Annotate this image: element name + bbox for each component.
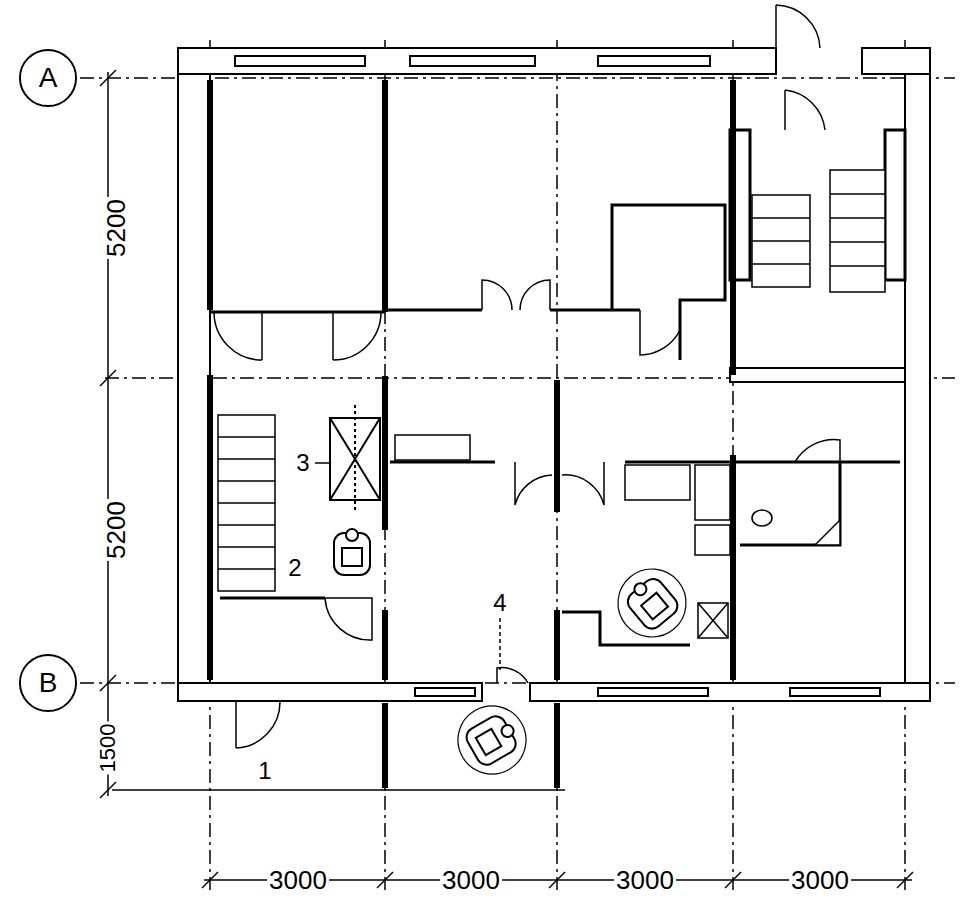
dimension-label: 3000	[267, 867, 329, 893]
callout-number: 2	[286, 556, 303, 580]
doors	[214, 5, 840, 748]
grid-bubble: B	[18, 653, 78, 713]
outer-walls	[178, 48, 930, 701]
callout-number: 1	[256, 759, 273, 783]
lift	[330, 405, 380, 512]
wheelchairs	[334, 529, 700, 786]
grid-lines	[80, 40, 955, 890]
dimension-label: 3000	[440, 867, 502, 893]
grid-label: B	[18, 653, 78, 713]
grid-bubble: A	[18, 48, 78, 108]
partitions	[210, 130, 905, 645]
grid-label: A	[18, 48, 78, 108]
dimension-label: 5200	[103, 499, 129, 561]
dimension-lines	[100, 70, 913, 888]
dimension-label: 3000	[614, 867, 676, 893]
dimension-label: 1500	[97, 722, 119, 775]
dimension-label: 5200	[103, 197, 129, 259]
fixtures	[395, 435, 840, 638]
interior-walls	[210, 80, 733, 788]
leader-lines	[315, 463, 500, 670]
dimension-label: 3000	[789, 867, 851, 893]
callout-number: 3	[294, 451, 311, 475]
stairs	[218, 170, 885, 591]
callout-number: 4	[491, 591, 508, 615]
